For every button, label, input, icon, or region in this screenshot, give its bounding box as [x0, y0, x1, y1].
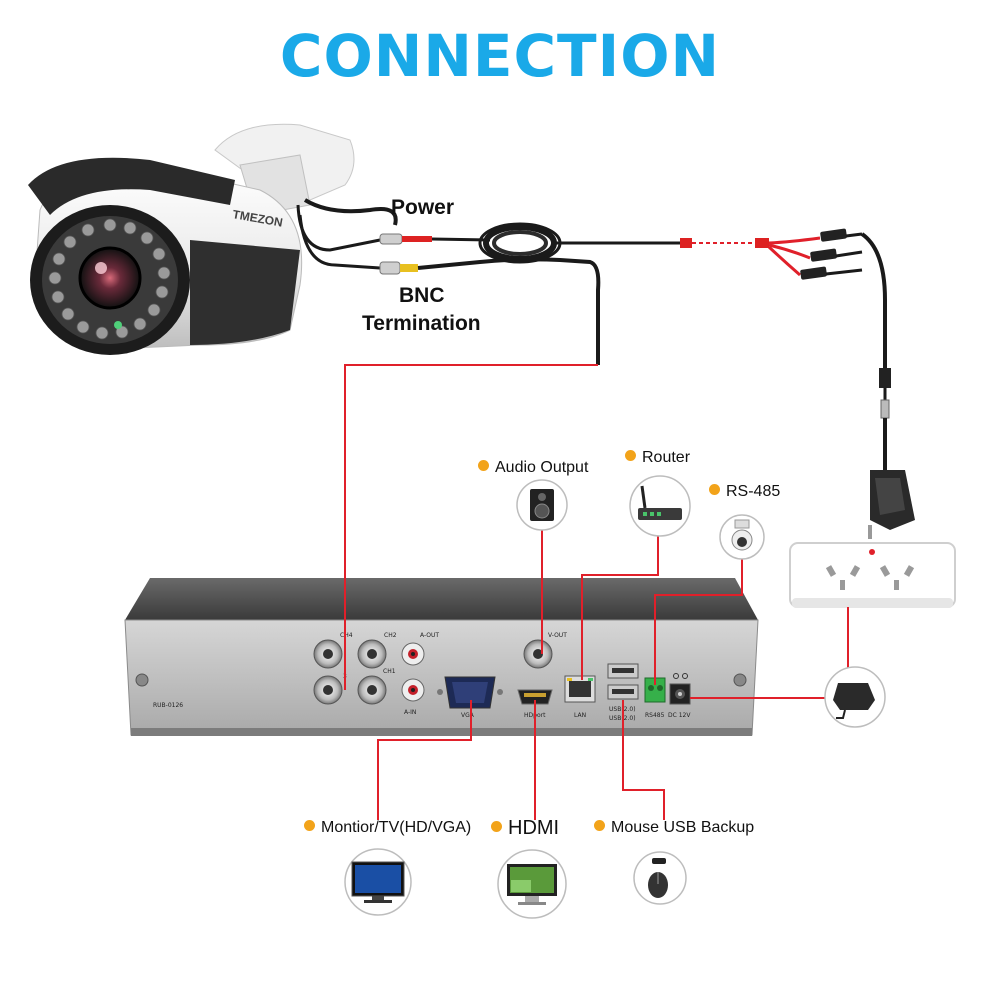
vga-port[interactable] [437, 676, 503, 709]
port-label-ch4: CH4 [340, 632, 353, 639]
bnc-video-out[interactable] [523, 639, 553, 669]
ptz-camera-icon [719, 514, 765, 560]
port-label-vga: VGA [461, 712, 475, 719]
port-label-ch2: CH2 [384, 632, 397, 639]
lan-port[interactable] [564, 675, 596, 703]
dvr-recorder: RUB-0126 CH4 CH2 CH1 3 A-OUT A-IN VGA [124, 578, 759, 736]
rs485-label: RS-485 [709, 483, 780, 501]
bullet-icon [491, 821, 502, 833]
dc12v-jack[interactable] [669, 673, 691, 705]
power-adapter-icon [824, 666, 886, 728]
bnc-input-ch4[interactable] [313, 639, 343, 669]
router-text: Router [642, 449, 691, 466]
port-label-lan: LAN [574, 712, 586, 719]
mouse-icon [633, 851, 687, 905]
speaker-icon [516, 479, 568, 531]
port-label-a-in: A-IN [404, 709, 416, 716]
port-label-a-out: A-OUT [420, 632, 439, 639]
port-label-v-out: V-OUT [548, 632, 567, 639]
rca-audio-out[interactable] [401, 642, 425, 666]
bnc-input-ch2[interactable] [357, 639, 387, 669]
wire-usb [622, 700, 665, 820]
monitor-text: Montior/TV(HD/VGA) [321, 819, 472, 836]
camera-cables [296, 198, 891, 470]
hdmi-label: HDMI [491, 817, 559, 840]
audio-output-label: Audio Output [478, 459, 588, 477]
wire-rs485 [654, 555, 743, 685]
bullet-camera: TMEZON [28, 123, 355, 355]
mouse-usb-label: Mouse USB Backup [594, 819, 754, 837]
usb-ports[interactable] [607, 663, 639, 700]
bnc-input-ch3[interactable] [313, 675, 343, 705]
router-icon [629, 475, 691, 537]
hdmi-text: HDMI [508, 817, 560, 839]
port-label-rs485: RS485 [645, 712, 665, 719]
port-label-dc12v: DC 12V [668, 712, 691, 719]
mouse-usb-text: Mouse USB Backup [611, 819, 755, 836]
rca-audio-in[interactable] [401, 678, 425, 702]
bullet-icon [478, 460, 489, 472]
wire-router [581, 530, 659, 680]
hdmi-display-icon [497, 849, 567, 919]
rs485-text: RS-485 [726, 483, 781, 500]
bnc-label-line1: BNC [399, 284, 445, 307]
monitor-label: Montior/TV(HD/VGA) [304, 819, 471, 837]
power-label: Power [391, 196, 455, 219]
wall-power-adapter [868, 470, 915, 539]
power-strip [789, 542, 956, 608]
rs485-terminal[interactable] [644, 677, 666, 703]
dvr-model-label: RUB-0126 [153, 702, 183, 709]
wire-bnc-to-ch3 [344, 364, 598, 690]
bnc-label-line2: Termination [362, 312, 481, 335]
bullet-icon [304, 820, 315, 832]
page-title: CONNECTION [279, 22, 721, 90]
wire-monitor [377, 700, 472, 820]
connection-wires [344, 364, 849, 820]
audio-output-text: Audio Output [495, 459, 589, 476]
bullet-icon [625, 450, 636, 462]
bullet-icon [594, 820, 605, 832]
bullet-icon [709, 484, 720, 496]
bnc-input-ch1[interactable] [357, 675, 387, 705]
router-label: Router [625, 449, 690, 467]
monitor-icon [344, 848, 412, 916]
port-label-ch1: CH1 [383, 668, 396, 675]
hdmi-port[interactable] [517, 689, 553, 705]
